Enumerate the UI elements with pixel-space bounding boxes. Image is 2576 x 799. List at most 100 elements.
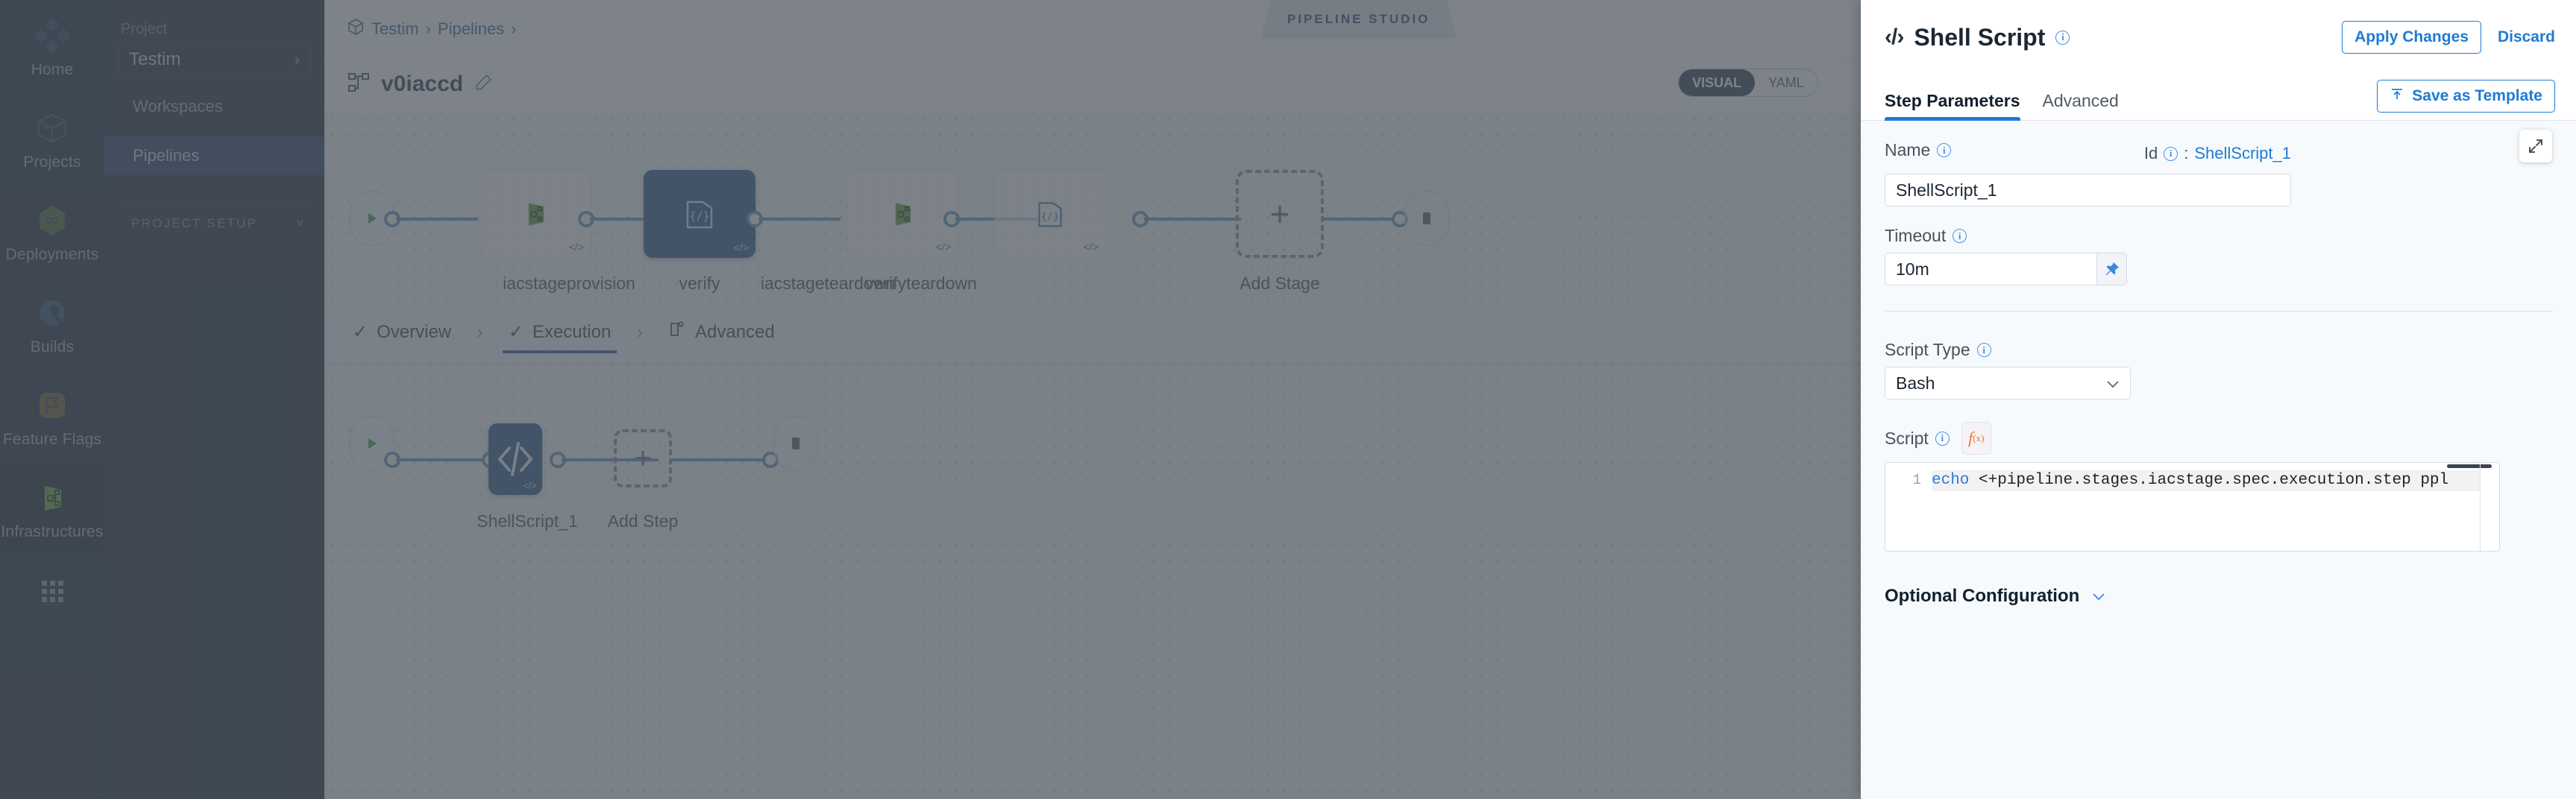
infinity-hex-icon xyxy=(0,201,104,240)
chevron-down-icon: ˅ xyxy=(295,216,305,230)
step-node-shellscript-1[interactable]: </> xyxy=(489,423,542,495)
breadcrumb-item-project[interactable]: Testim xyxy=(371,19,419,38)
tab-separator-icon: › xyxy=(636,320,643,343)
drawer-title-group: ‹/› Shell Script i xyxy=(1885,24,2070,51)
pencil-icon[interactable] xyxy=(474,73,493,96)
stage-label: verifyteardown xyxy=(865,274,977,293)
tab-label: Advanced xyxy=(695,321,775,342)
stage-node-iacstageteardown[interactable]: </> xyxy=(846,170,958,258)
horizontal-scrollbar[interactable] xyxy=(2447,464,2492,468)
rail-item-label: Feature Flags xyxy=(2,431,102,448)
infrastructure-icon xyxy=(528,203,544,226)
drawer-header: ‹/› Shell Script i Apply Changes Discard xyxy=(1861,0,2576,75)
check-icon: ✓ xyxy=(508,322,524,342)
script-code-editor[interactable]: 1 echo <+pipeline.stages.iacstage.spec.e… xyxy=(1885,462,2500,552)
view-mode-toggle[interactable]: VISUAL YAML xyxy=(1678,69,1818,97)
sidebar-item-pipelines[interactable]: Pipelines xyxy=(104,136,324,175)
rail-item-home[interactable]: Home xyxy=(0,0,104,92)
build-pie-icon xyxy=(0,294,104,332)
apps-grid-icon[interactable] xyxy=(29,568,75,614)
stop-icon xyxy=(1423,212,1430,224)
breadcrumb-separator: › xyxy=(425,19,431,38)
graph-edge xyxy=(758,218,841,221)
tab-advanced[interactable]: Advanced xyxy=(662,320,781,354)
breadcrumb-separator: › xyxy=(511,19,517,38)
pipeline-end-node[interactable] xyxy=(1404,191,1449,246)
tab-step-parameters[interactable]: Step Parameters xyxy=(1885,91,2020,121)
timeout-label: Timeout xyxy=(1885,226,1947,245)
rail-item-projects[interactable]: Projects xyxy=(0,92,104,185)
svg-text:{/}: {/} xyxy=(689,209,709,223)
project-sidebar: Project Testim › Workspaces Pipelines PR… xyxy=(104,0,324,799)
rail-item-infrastructures[interactable]: Infrastructures xyxy=(0,462,104,555)
tab-overview[interactable]: ✓ Overview xyxy=(347,321,457,353)
discard-button[interactable]: Discard xyxy=(2497,28,2555,45)
toggle-option-visual[interactable]: VISUAL xyxy=(1679,69,1756,96)
save-as-template-label: Save as Template xyxy=(2412,87,2542,104)
drawer-title: Shell Script xyxy=(1914,23,2046,51)
section-divider xyxy=(1885,311,2552,312)
apply-changes-button[interactable]: Apply Changes xyxy=(2342,21,2481,54)
tab-label: Execution xyxy=(532,321,612,342)
add-step-button[interactable]: + xyxy=(614,429,672,487)
pipeline-graph-icon xyxy=(347,71,371,98)
id-label: Id xyxy=(2143,144,2158,162)
step-end-node[interactable] xyxy=(773,416,818,471)
page-title: v0iaccd xyxy=(381,72,464,96)
chevron-down-icon xyxy=(2091,587,2106,606)
add-stage-button[interactable]: plus-icon + xyxy=(1236,170,1324,258)
code-line[interactable]: echo <+pipeline.stages.iacstage.spec.exe… xyxy=(1932,470,2480,491)
project-label: Project xyxy=(121,21,168,37)
timeout-input[interactable]: 10m xyxy=(1885,253,2097,285)
rail-item-builds[interactable]: Builds xyxy=(0,277,104,370)
name-label-group: Name i xyxy=(1885,140,1952,160)
tab-advanced[interactable]: Advanced xyxy=(2042,91,2119,110)
expand-arrows-icon[interactable] xyxy=(2519,130,2552,162)
sidebar-item-workspaces[interactable]: Workspaces xyxy=(133,97,223,116)
info-icon[interactable]: i xyxy=(1976,343,1991,357)
script-type-label: Script Type xyxy=(1885,340,1970,359)
stage-node-verifyteardown[interactable]: {/} </> xyxy=(994,170,1106,258)
project-cube-icon xyxy=(347,18,365,40)
info-icon[interactable]: i xyxy=(2055,30,2070,45)
optional-configuration-toggle[interactable]: Optional Configuration xyxy=(1885,586,2552,607)
primary-icon-rail: Home Projects Deployments Builds xyxy=(0,0,104,799)
code-tag-icon: </> xyxy=(568,241,584,253)
tab-execution[interactable]: ✓ Execution xyxy=(502,321,618,353)
rail-item-label: Home xyxy=(31,61,74,78)
rail-item-deployments[interactable]: Deployments xyxy=(0,185,104,277)
script-label-row: Script i f(x) xyxy=(1885,422,2552,455)
info-icon[interactable]: i xyxy=(1935,431,1950,446)
rail-item-label: Infrastructures xyxy=(1,523,104,540)
project-setup-section[interactable]: PROJECT SETUP ˅ xyxy=(131,216,305,231)
step-config-drawer: ‹/› Shell Script i Apply Changes Discard… xyxy=(1861,0,2576,799)
code-tag-icon: </> xyxy=(1083,241,1099,253)
breadcrumb-item-pipelines[interactable]: Pipelines xyxy=(437,19,505,38)
info-icon[interactable]: i xyxy=(1953,229,1967,243)
rail-item-feature-flags[interactable]: Feature Flags xyxy=(0,370,104,462)
project-selector[interactable]: Testim › xyxy=(118,42,311,77)
info-icon[interactable]: i xyxy=(1937,143,1952,157)
cube-icon xyxy=(0,109,104,148)
id-value: ShellScript_1 xyxy=(2194,144,2291,162)
tab-separator-icon: › xyxy=(477,320,483,343)
script-type-value: Bash xyxy=(1896,373,1935,393)
pin-icon[interactable] xyxy=(2097,253,2127,285)
stage-node-iacstageprovision[interactable]: </> xyxy=(480,170,591,258)
sidebar-divider xyxy=(124,200,305,201)
drawer-tab-bar: Step Parameters Advanced Save as Templat… xyxy=(1861,75,2576,121)
graph-edge xyxy=(1144,218,1241,221)
toggle-option-yaml[interactable]: YAML xyxy=(1768,75,1804,90)
name-input[interactable]: ShellScript_1 xyxy=(1885,174,2291,206)
info-icon[interactable]: i xyxy=(2164,146,2178,161)
expression-fx-button[interactable]: f(x) xyxy=(1961,422,1991,455)
script-label: Script xyxy=(1885,428,1929,448)
script-label-group: Script i xyxy=(1885,429,1950,449)
infrastructure-icon xyxy=(895,203,911,226)
fx-sub: (x) xyxy=(1973,432,1985,443)
save-as-template-button[interactable]: Save as Template xyxy=(2377,80,2555,113)
stage-node-verify[interactable]: {/} </> xyxy=(644,170,755,258)
script-type-select[interactable]: Bash xyxy=(1885,367,2131,400)
check-icon: ✓ xyxy=(353,322,368,342)
